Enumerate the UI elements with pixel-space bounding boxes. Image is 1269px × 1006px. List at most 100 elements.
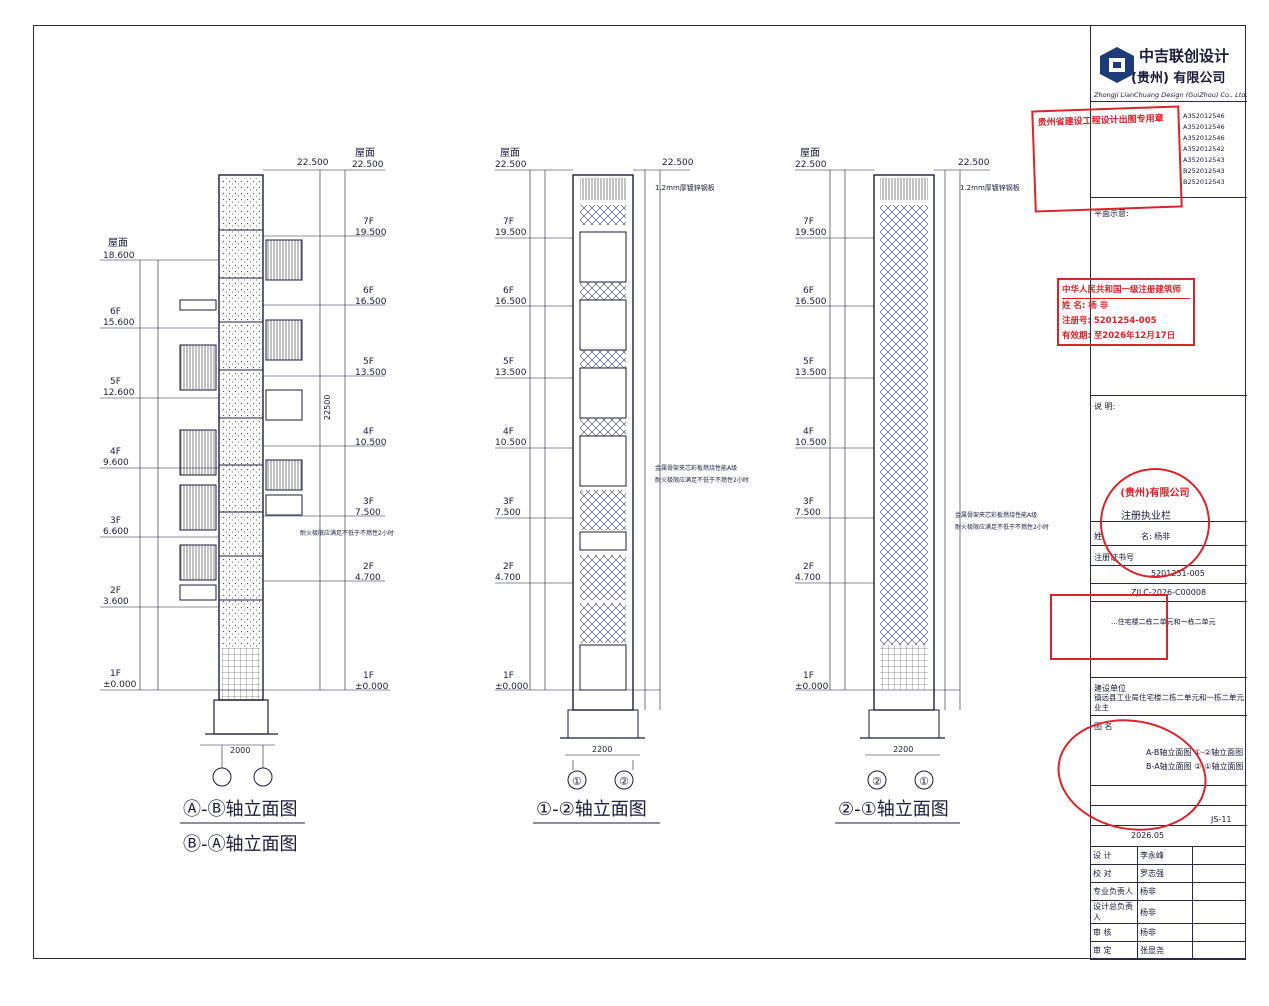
project-no: ZJLC-2026-C00008 bbox=[1131, 588, 1207, 597]
floor-name: 2F bbox=[803, 562, 814, 572]
left-title-1: Ⓐ-Ⓑ轴立面图 bbox=[183, 799, 298, 820]
signature-role: 审 定 bbox=[1090, 941, 1138, 960]
floor-name: 3F bbox=[803, 497, 814, 507]
floor-level: 9.600 bbox=[103, 458, 129, 468]
low-roof-level: 18.600 bbox=[103, 251, 135, 261]
floor-name: 2F bbox=[503, 562, 514, 572]
floor-name: 1F bbox=[363, 671, 374, 681]
qualification-code: A352012542 bbox=[1183, 145, 1225, 153]
floor-level: 3.600 bbox=[103, 597, 129, 607]
floor-name: 6F bbox=[803, 286, 814, 296]
architect-title: 中华人民共和国一级注册建筑师 bbox=[1062, 283, 1190, 299]
signature-role: 校 对 bbox=[1090, 864, 1138, 883]
qualification-code: A352012543 bbox=[1183, 156, 1225, 164]
floor-level: 16.500 bbox=[355, 297, 387, 307]
left-roof-label: 屋面 bbox=[355, 147, 375, 159]
floor-level: 13.500 bbox=[355, 368, 387, 378]
signature-row: 校 对罗志强 bbox=[1090, 864, 1246, 883]
floor-level: 16.500 bbox=[495, 297, 527, 307]
signature-cell bbox=[1192, 864, 1246, 883]
right-axis-1: ② bbox=[872, 775, 882, 788]
signature-role: 审 核 bbox=[1090, 923, 1138, 942]
signature-name: 杨非 bbox=[1137, 882, 1193, 901]
mid-title: ①-②轴立面图 bbox=[536, 799, 647, 820]
low-roof-label: 屋面 bbox=[108, 237, 128, 249]
left-tall-floor-labels: 7F19.5006F16.5005F13.5004F10.5003F7.5002… bbox=[355, 217, 389, 692]
floor-name: 4F bbox=[363, 427, 374, 437]
width-right: 2200 bbox=[893, 745, 913, 754]
mid-axis-2: ② bbox=[619, 775, 629, 788]
signature-name: 杨非 bbox=[1137, 923, 1193, 942]
floor-name: 2F bbox=[363, 562, 374, 572]
right-roof-label: 屋面 bbox=[800, 147, 820, 159]
drawing-value-1: A-B轴立面图 ①-②轴立面图 bbox=[1146, 748, 1244, 757]
signature-role: 设计总负责人 bbox=[1090, 900, 1138, 924]
company-name-en: ZhongJi LianChuang Design (GuiZhou) Co.,… bbox=[1094, 91, 1248, 99]
floor-name: 5F bbox=[363, 357, 374, 367]
middle-elevation: ① ② 2200 屋面 22.500 22.500 1.2mm厚镀锌钢板 金属骨… bbox=[495, 147, 749, 824]
signature-cell bbox=[1192, 900, 1246, 924]
floor-level: ±0.000 bbox=[355, 682, 389, 692]
floor-name: 6F bbox=[363, 286, 374, 296]
mid-floor-labels: 7F19.5006F16.5005F13.5004F10.5003F7.5002… bbox=[495, 217, 529, 692]
architect-valid: 有效期: 至2026年12月17日 bbox=[1062, 331, 1176, 341]
signature-name: 罗志强 bbox=[1137, 864, 1193, 883]
floor-level: 4.700 bbox=[495, 573, 521, 583]
sheet-no: JS-11 bbox=[1211, 815, 1232, 824]
right-roof-level: 22.500 bbox=[795, 160, 827, 170]
left-fire-note: 耐火极限应满足不低于不燃性2小时 bbox=[300, 529, 394, 537]
floor-name: 5F bbox=[110, 377, 121, 387]
client-label: 建设单位 bbox=[1094, 684, 1126, 693]
signature-row: 专业负责人杨非 bbox=[1090, 882, 1246, 901]
signature-row: 设计总负责人杨非 bbox=[1090, 900, 1246, 924]
qualification-code: A352012546 bbox=[1183, 112, 1225, 120]
client-value: 镇远县工业局住宅楼二栋二单元和一栋二单元业主 bbox=[1094, 693, 1244, 712]
floor-level: 16.500 bbox=[795, 297, 827, 307]
floor-name: 7F bbox=[363, 217, 374, 227]
floor-name: 3F bbox=[503, 497, 514, 507]
floor-name: 7F bbox=[803, 217, 814, 227]
left-roof-level: 22.500 bbox=[352, 160, 384, 170]
right-title: ②-①轴立面图 bbox=[838, 799, 949, 820]
signature-name: 李永峰 bbox=[1137, 846, 1193, 865]
title-block: 中吉联创设计 (贵州) 有限公司 ZhongJi LianChuang Desi… bbox=[1090, 25, 1248, 959]
company-logo-icon bbox=[1100, 47, 1134, 83]
right-metal-note: 金属骨架夹芯彩板燃烧性能A级 bbox=[955, 511, 1037, 519]
signature-name: 杨非 bbox=[1137, 900, 1193, 924]
floor-level: 7.500 bbox=[495, 508, 521, 518]
qualification-code: B252012543 bbox=[1183, 178, 1225, 186]
floor-name: 1F bbox=[803, 671, 814, 681]
floor-level: 7.500 bbox=[795, 508, 821, 518]
floor-name: 7F bbox=[503, 217, 514, 227]
signature-cell bbox=[1192, 923, 1246, 942]
signature-table: 设 计李永峰校 对罗志强专业负责人杨非设计总负责人杨非审 核杨非审 定张显尧 bbox=[1090, 846, 1246, 960]
project-stamp bbox=[1050, 594, 1168, 660]
date-value: 2026.05 bbox=[1131, 831, 1165, 840]
company-name-2: (贵州) 有限公司 bbox=[1131, 71, 1226, 86]
right-axis-2: ① bbox=[919, 775, 929, 788]
floor-level: 7.500 bbox=[355, 508, 381, 518]
floor-name: 1F bbox=[503, 671, 514, 681]
floor-level: 13.500 bbox=[495, 368, 527, 378]
left-title-2: Ⓑ-Ⓐ轴立面图 bbox=[183, 834, 298, 855]
signature-role: 设 计 bbox=[1090, 846, 1138, 865]
drawing-value-2: B-A轴立面图 ②-①轴立面图 bbox=[1146, 762, 1244, 771]
architect-stamp: 中华人民共和国一级注册建筑师 姓 名: 杨 非 注册号: 5201254-005… bbox=[1057, 278, 1195, 346]
notes-label: 说 明: bbox=[1094, 402, 1116, 411]
right-fire-note: 耐火极限应满足不低于不燃性2小时 bbox=[955, 523, 1049, 531]
floor-level: 10.500 bbox=[355, 438, 387, 448]
right-floor-labels: 7F19.5006F16.5005F13.5004F10.5003F7.5002… bbox=[795, 217, 829, 692]
signature-row: 设 计李永峰 bbox=[1090, 846, 1246, 865]
signature-role: 专业负责人 bbox=[1090, 882, 1138, 901]
qualification-code: A352012546 bbox=[1183, 134, 1225, 142]
mid-roof-label: 屋面 bbox=[500, 147, 520, 159]
mid-metal-note: 金属骨架夹芯彩板燃烧性能A级 bbox=[655, 464, 737, 472]
floor-level: ±0.000 bbox=[795, 682, 829, 692]
left-roof-level-top: 22.500 bbox=[297, 158, 329, 168]
floor-name: 4F bbox=[110, 447, 121, 457]
name-label: 姓 bbox=[1094, 532, 1102, 541]
mid-roof-level-top: 22.500 bbox=[662, 158, 694, 168]
floor-level: 12.600 bbox=[103, 388, 135, 398]
floor-level: 4.700 bbox=[795, 573, 821, 583]
